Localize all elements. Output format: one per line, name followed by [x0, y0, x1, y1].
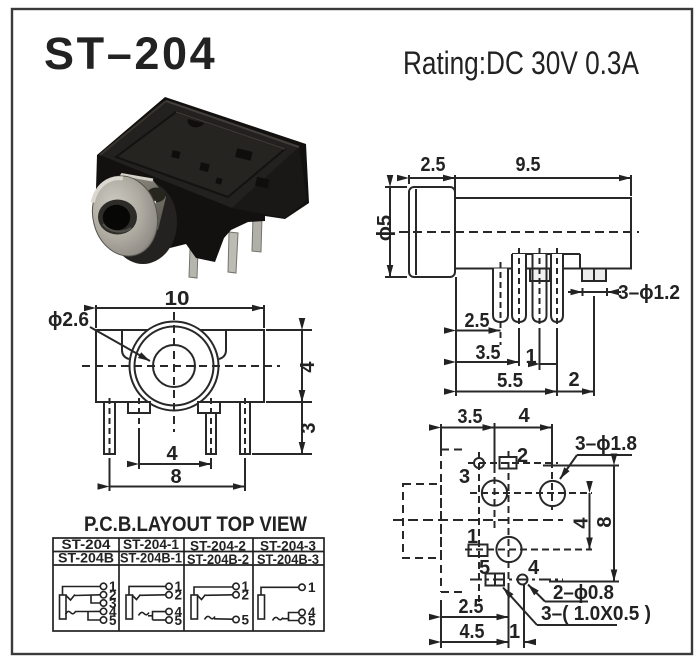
svg-text:4: 4 [518, 405, 530, 427]
svg-text:ST-204: ST-204 [62, 537, 112, 552]
svg-text:4: 4 [297, 361, 319, 373]
svg-text:3: 3 [459, 466, 470, 488]
svg-text:5: 5 [109, 613, 117, 628]
svg-text:4: 4 [308, 605, 316, 620]
svg-text:1: 1 [109, 579, 117, 594]
svg-text:Rating:DC 30V 0.3A: Rating:DC 30V 0.3A [403, 45, 639, 81]
svg-text:2–ϕ0.8: 2–ϕ0.8 [553, 582, 614, 604]
svg-text:ϕ2.6: ϕ2.6 [48, 309, 89, 331]
svg-text:9.5: 9.5 [516, 154, 541, 176]
svg-text:4: 4 [109, 605, 117, 620]
svg-text:1: 1 [525, 346, 536, 368]
svg-text:2: 2 [517, 445, 528, 467]
svg-text:4.5: 4.5 [460, 621, 485, 643]
svg-text:5.5: 5.5 [497, 370, 523, 392]
svg-text:1: 1 [467, 526, 478, 548]
svg-text:8: 8 [594, 516, 616, 527]
svg-text:ST-204B-3: ST-204B-3 [257, 552, 319, 567]
svg-text:1: 1 [242, 579, 250, 594]
svg-text:ST-204B-1: ST-204B-1 [120, 551, 182, 566]
svg-text:2: 2 [109, 588, 117, 603]
svg-text:1: 1 [308, 580, 316, 595]
svg-text:5: 5 [242, 613, 250, 628]
svg-text:5: 5 [308, 614, 316, 629]
svg-text:1: 1 [175, 579, 183, 594]
svg-text:8: 8 [170, 466, 181, 488]
svg-text:3–ϕ1.8: 3–ϕ1.8 [575, 433, 637, 455]
svg-text:2.5: 2.5 [421, 154, 446, 176]
svg-text:2.5: 2.5 [465, 310, 490, 332]
svg-text:ST-204-3: ST-204-3 [260, 539, 316, 554]
svg-text:4: 4 [571, 517, 593, 529]
svg-text:ST-204B: ST-204B [58, 551, 114, 566]
svg-text:2: 2 [175, 588, 183, 603]
svg-text:10: 10 [165, 288, 190, 310]
svg-text:3: 3 [109, 596, 117, 611]
svg-text:5: 5 [175, 613, 183, 628]
svg-text:2.5: 2.5 [459, 596, 484, 618]
svg-text:3.5: 3.5 [476, 342, 501, 364]
svg-text:3–ϕ1.2: 3–ϕ1.2 [618, 282, 680, 304]
svg-text:3: 3 [298, 422, 320, 433]
svg-text:4: 4 [166, 443, 178, 465]
svg-text:2: 2 [242, 588, 250, 603]
svg-text:2: 2 [568, 369, 579, 391]
svg-text:ST-204-2: ST-204-2 [190, 539, 246, 554]
svg-text:4: 4 [528, 557, 540, 579]
svg-text:ST–204: ST–204 [44, 28, 217, 79]
svg-text:ϕ5: ϕ5 [374, 215, 396, 241]
svg-text:5: 5 [479, 557, 490, 579]
svg-text:3–( 1.0X0.5 ): 3–( 1.0X0.5 ) [541, 603, 651, 625]
svg-text:ST-204B-2: ST-204B-2 [187, 552, 249, 567]
svg-text:1: 1 [509, 621, 520, 643]
svg-text:3.5: 3.5 [458, 406, 483, 428]
svg-text:P.C.B.LAYOUT TOP VIEW: P.C.B.LAYOUT TOP VIEW [84, 513, 307, 536]
svg-text:ST-204-1: ST-204-1 [123, 537, 179, 552]
svg-text:4: 4 [175, 605, 183, 620]
